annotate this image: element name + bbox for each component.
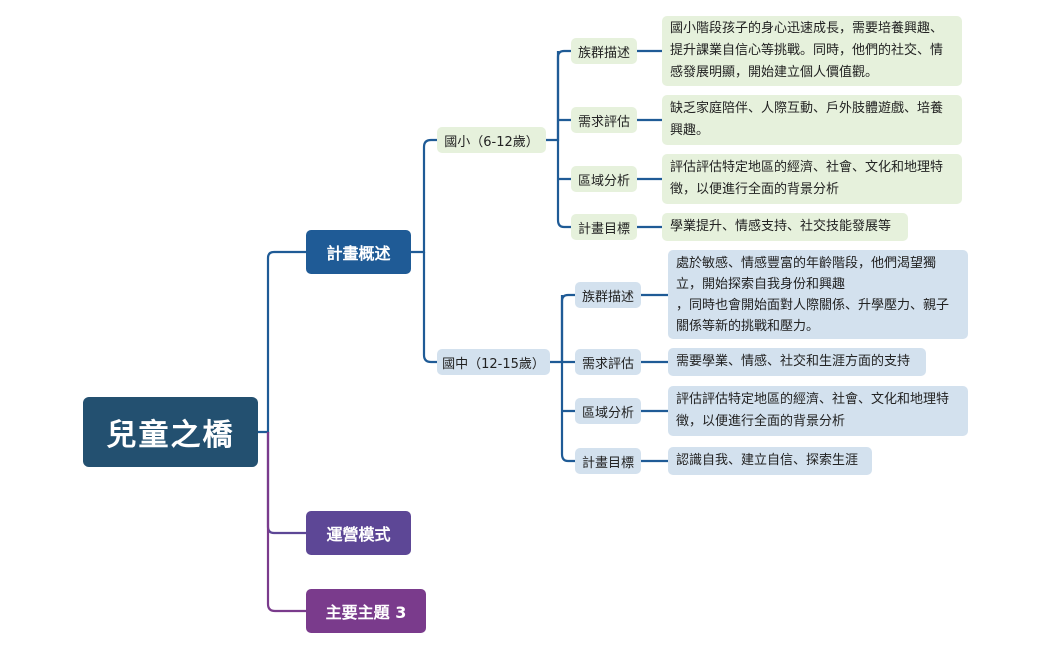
branch-topic-3[interactable]: 主要主題 3 <box>306 589 426 633</box>
junior-needs-text[interactable]: 需要學業、情感、社交和生涯方面的支持 <box>668 348 926 376</box>
leaf-text: 需要學業、情感、社交和生涯方面的支持 <box>676 354 911 369</box>
branch-label: 計畫概述 <box>326 244 391 263</box>
age-group-label: 國中（12-15歲） <box>442 356 545 372</box>
age-group-elementary[interactable]: 國小（6-12歲） <box>437 127 546 153</box>
leaf-text: 認識自我、建立自信、探索生涯 <box>676 453 859 468</box>
sub-label: 區域分析 <box>577 173 630 189</box>
elementary-goal-node[interactable]: 計畫目標 <box>571 214 637 240</box>
elementary-goal-text[interactable]: 學業提升、情感支持、社交技能發展等 <box>662 213 908 241</box>
sub-label: 需求評估 <box>581 356 634 372</box>
sub-label: 族群描述 <box>581 289 634 305</box>
leaf-text: 評估評估特定地區的經濟、社會、文化和地理特 徵，以便進行全面的背景分析 <box>676 392 950 429</box>
root-title: 兒童之橋 <box>106 418 235 453</box>
age-group-label: 國小（6-12歲） <box>444 134 539 150</box>
elementary-needs-node[interactable]: 需求評估 <box>571 107 637 133</box>
leaf-text: 缺乏家庭陪伴、人際互動、戶外肢體遊戲、培養 興趣。 <box>670 101 944 138</box>
elementary-region-text[interactable]: 評估評估特定地區的經濟、社會、文化和地理特 徵，以便進行全面的背景分析 <box>662 154 962 204</box>
elementary-region-node[interactable]: 區域分析 <box>571 166 637 192</box>
junior-goal-node[interactable]: 計畫目標 <box>575 448 641 474</box>
junior-needs-node[interactable]: 需求評估 <box>575 349 641 375</box>
junior-region-text[interactable]: 評估評估特定地區的經濟、社會、文化和地理特 徵，以便進行全面的背景分析 <box>668 386 968 436</box>
age-group-junior-high[interactable]: 國中（12-15歲） <box>437 349 550 375</box>
junior-population-node[interactable]: 族群描述 <box>575 282 641 308</box>
elementary-population-node[interactable]: 族群描述 <box>571 38 637 64</box>
branch-label: 運營模式 <box>326 525 391 544</box>
elementary-needs-text[interactable]: 缺乏家庭陪伴、人際互動、戶外肢體遊戲、培養 興趣。 <box>662 95 962 145</box>
leaf-text: 國小階段孩子的身心迅速成長，需要培養興趣、 提升課業自信心等挑戰。同時，他們的社… <box>670 21 944 80</box>
junior-population-text[interactable]: 處於敏感、情感豐富的年齡階段，他們渴望獨 立，開始探索自我身份和興趣 ，同時也會… <box>668 250 968 339</box>
leaf-text: 評估評估特定地區的經濟、社會、文化和地理特 徵，以便進行全面的背景分析 <box>670 160 944 197</box>
elementary-population-text[interactable]: 國小階段孩子的身心迅速成長，需要培養興趣、 提升課業自信心等挑戰。同時，他們的社… <box>662 16 962 86</box>
junior-region-node[interactable]: 區域分析 <box>575 398 641 424</box>
leaf-text: 處於敏感、情感豐富的年齡階段，他們渴望獨 立，開始探索自我身份和興趣 ，同時也會… <box>676 255 950 334</box>
leaf-text: 學業提升、情感支持、社交技能發展等 <box>670 219 892 234</box>
sub-label: 計畫目標 <box>581 455 634 471</box>
branch-label: 主要主題 3 <box>325 603 407 622</box>
sub-label: 族群描述 <box>577 45 630 61</box>
root-node[interactable]: 兒童之橋 <box>83 397 258 467</box>
branch-operation-mode[interactable]: 運營模式 <box>306 511 411 555</box>
branch-plan-overview[interactable]: 計畫概述 <box>306 230 411 274</box>
sub-label: 區域分析 <box>581 405 634 421</box>
junior-goal-text[interactable]: 認識自我、建立自信、探索生涯 <box>668 447 872 475</box>
sub-label: 計畫目標 <box>577 221 630 237</box>
sub-label: 需求評估 <box>577 114 630 130</box>
